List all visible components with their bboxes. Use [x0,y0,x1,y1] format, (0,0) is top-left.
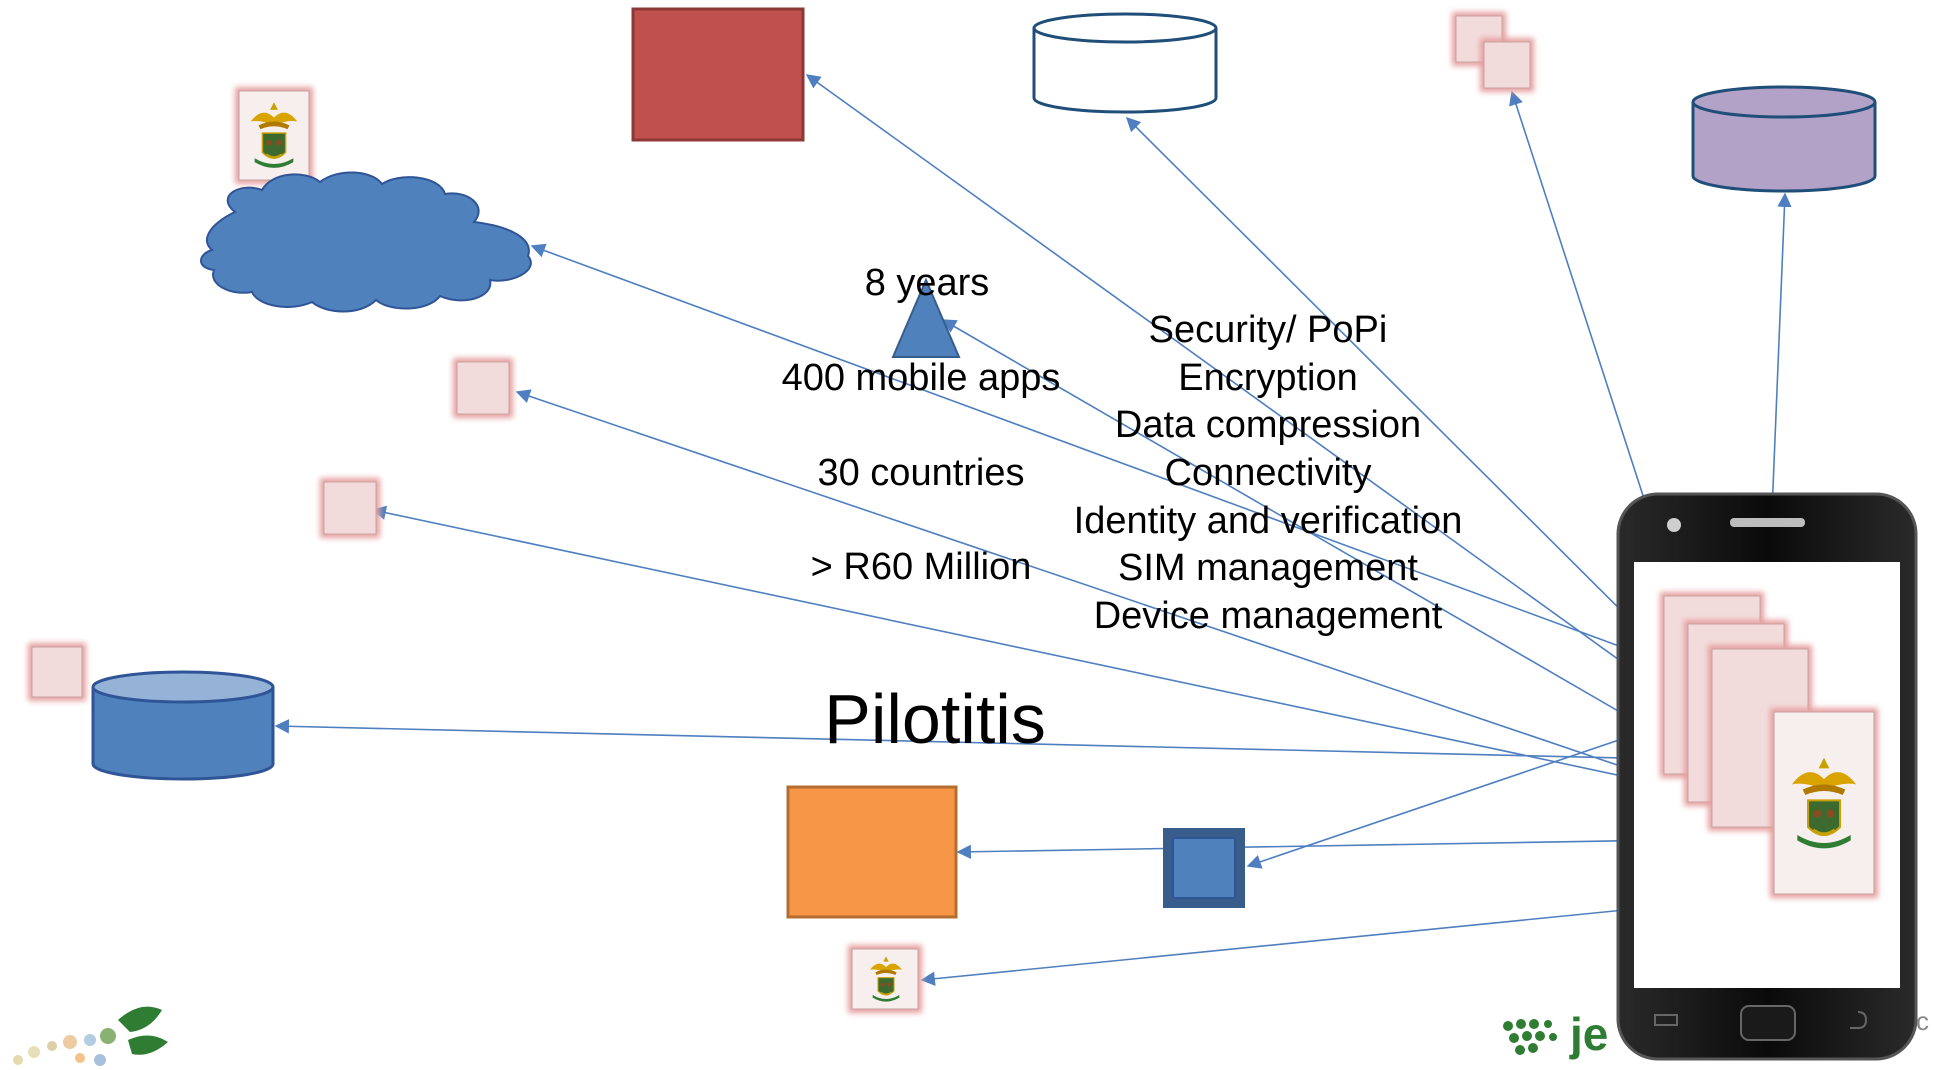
arrow-to-red-box [805,74,1709,725]
arrow-to-blue-square [1246,725,1661,869]
stats-list: 8 years 400 mobile apps 30 countries > R… [782,262,1061,588]
arrow-to-blue-database [274,719,1791,763]
red-box [631,7,805,142]
arrow-to-pink-tile-2 [371,505,1759,806]
concern-compression: Data compression [1115,404,1421,446]
headline: Pilotitis [824,680,1046,758]
stat-years: 8 years [865,262,990,304]
concerns-list: Security/ PoPi Encryption Data compressi… [1074,309,1463,637]
blue-database-icon [91,670,275,781]
app-tile-stack [1660,592,1878,898]
stat-countries: 30 countries [817,452,1024,494]
pink-tile-1 [453,358,513,418]
arrow-to-cloud [530,243,1821,721]
pink-tile-2 [320,478,380,538]
purple-database-icon [1691,85,1877,193]
stat-million: > R60 Million [811,546,1032,588]
pink-tile-3 [28,643,86,701]
stat-apps: 400 mobile apps [782,357,1061,399]
logo-text: je [1569,1008,1608,1060]
concern-device: Device management [1094,595,1443,637]
cloud-icon [200,171,532,313]
bottom-left-logo-icon [13,1006,168,1066]
triangle-icon [891,277,961,358]
connector-arrows [274,74,1826,986]
arrow-to-pink-tile-1 [515,389,1751,811]
bottom-coat-of-arms-icon [848,945,922,1013]
concern-sim: SIM management [1118,547,1418,589]
coat-of-arms-icon [235,87,313,184]
concern-encryption: Encryption [1178,357,1358,399]
concern-identity: Identity and verification [1074,500,1463,542]
pink-tiles-top [1452,12,1534,92]
concern-connectivity: Connectivity [1165,452,1372,494]
concern-security: Security/ PoPi [1149,309,1388,351]
white-database-icon [1032,12,1218,114]
bottom-right-logo-icon: je c [1503,1006,1929,1060]
blue-square-icon [1163,828,1245,908]
logo-text-right: c [1916,1006,1929,1036]
arrow-to-triangle [941,319,1721,771]
smartphone-icon [1616,492,1918,1061]
orange-box [786,785,958,919]
